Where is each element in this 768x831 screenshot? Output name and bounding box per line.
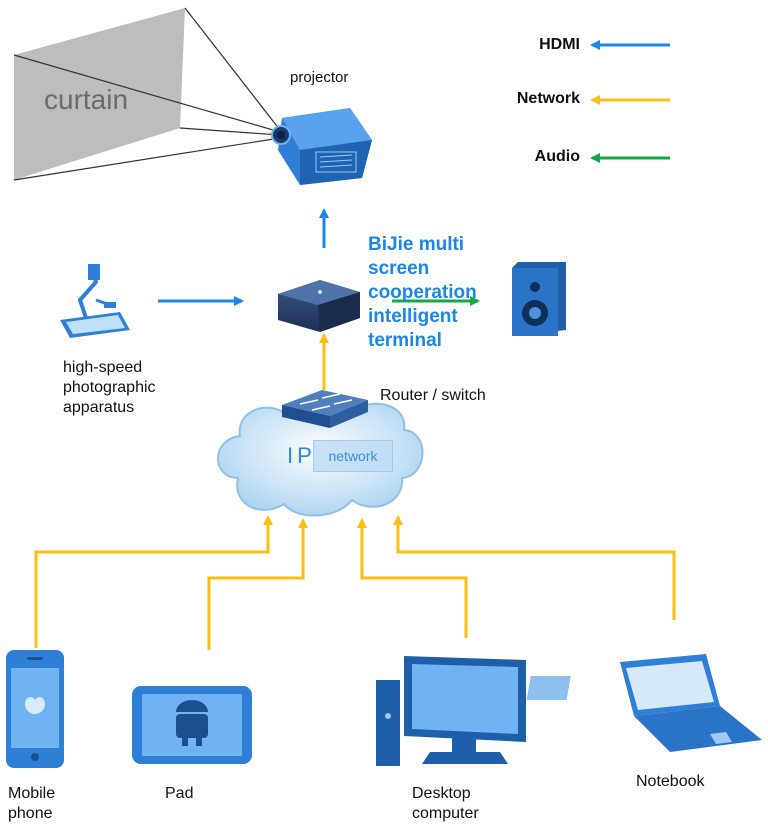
network-desktop-to-cloud-arrow: [357, 518, 468, 638]
mobile-label-line-2: phone: [8, 805, 53, 822]
legend-hdmi-label: HDMI: [539, 36, 580, 53]
curtain-screen: [13, 7, 281, 181]
router-switch-icon: [282, 390, 368, 428]
desktop-computer-icon: [376, 656, 526, 766]
mobile-label-line-1: Mobile: [8, 785, 56, 802]
legend-network-label: Network: [516, 90, 580, 107]
desktop-label-line-2: computer: [412, 805, 479, 822]
notebook-laptop-icon: [526, 654, 762, 752]
desktop-computer-label: Desktop computer: [412, 784, 479, 824]
photographic-label-line-1: high-speed: [63, 359, 143, 376]
mobile-phone-icon: [6, 650, 64, 768]
terminal-label-line-4: intelligent: [368, 306, 458, 327]
notebook-label: Notebook: [636, 773, 705, 790]
network-notebook-to-cloud-arrow: [393, 515, 676, 620]
pad-label: Pad: [165, 785, 194, 802]
photographic-label-line-2: photographic: [63, 379, 156, 396]
speaker-icon: [512, 262, 566, 336]
terminal-label-line-1: BiJie multi: [368, 234, 465, 255]
desktop-label-line-1: Desktop: [412, 785, 471, 802]
terminal-device-icon: [278, 280, 360, 332]
terminal-label-line-2: screen: [368, 258, 430, 279]
mobile-phone-label: Mobile phone: [8, 784, 55, 824]
document-camera-icon: [60, 264, 130, 338]
terminal-label-line-5: terminal: [368, 330, 442, 351]
photographic-label-line-3: apparatus: [63, 399, 135, 416]
ip-label: IP: [287, 443, 316, 468]
router-label: Router / switch: [380, 387, 486, 404]
curtain-label: curtain: [44, 84, 129, 115]
projector-label: projector: [290, 69, 349, 86]
photographic-apparatus-label: high-speed photographic apparatus: [63, 358, 156, 418]
network-phone-to-cloud-arrow: [34, 515, 273, 648]
terminal-label-line-3: cooperation: [368, 282, 477, 303]
network-pad-to-cloud-arrow: [207, 518, 308, 650]
network-label: network: [313, 440, 393, 472]
projector-icon: [271, 108, 372, 185]
legend-audio-label: Audio: [534, 148, 580, 165]
terminal-label: BiJie multi screen cooperation intellige…: [368, 233, 498, 353]
tablet-pad-icon: [132, 686, 252, 764]
